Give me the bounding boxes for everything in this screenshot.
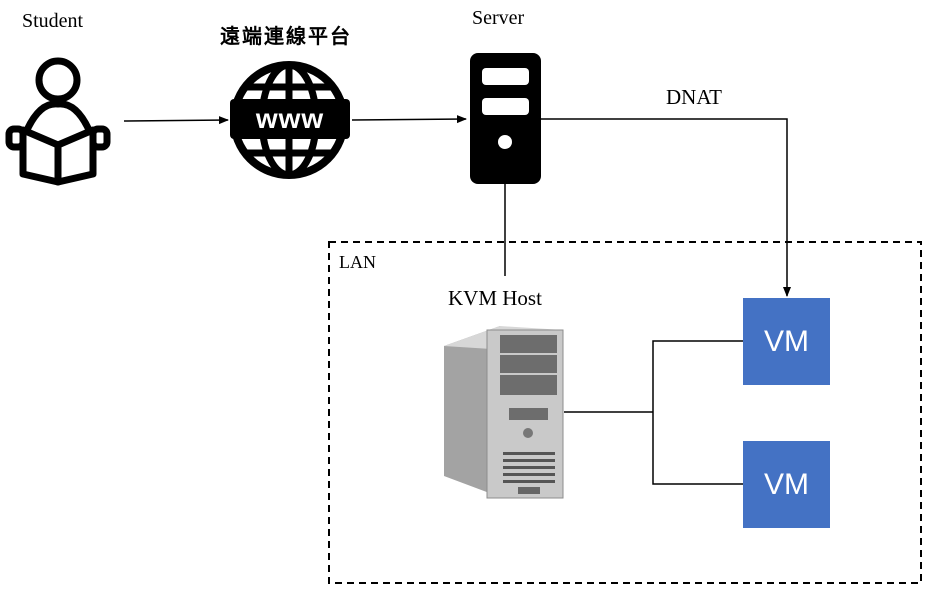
student-label: Student	[22, 10, 84, 32]
edge-platform-to-server	[351, 115, 467, 124]
lan-label: LAN	[339, 252, 376, 272]
reader-icon	[5, 57, 111, 186]
platform-label: 遠端連線平台	[220, 26, 352, 48]
kvm-host-label: KVM Host	[448, 286, 542, 310]
edge-student-to-platform	[123, 116, 229, 125]
dnat-label: DNAT	[666, 85, 722, 109]
lan-zone-border	[328, 241, 922, 584]
pc-tower-icon	[444, 326, 564, 499]
server-label: Server	[472, 7, 525, 29]
edge-bus-to-vms	[652, 340, 743, 485]
vm-box-2: VM	[743, 441, 830, 528]
server-tower-icon	[470, 53, 541, 184]
vm-box-1: VM	[743, 298, 830, 385]
svg-text:www: www	[255, 103, 324, 134]
www-globe-icon: www	[230, 61, 350, 179]
edge-server-dnat-to-vm	[541, 118, 791, 297]
